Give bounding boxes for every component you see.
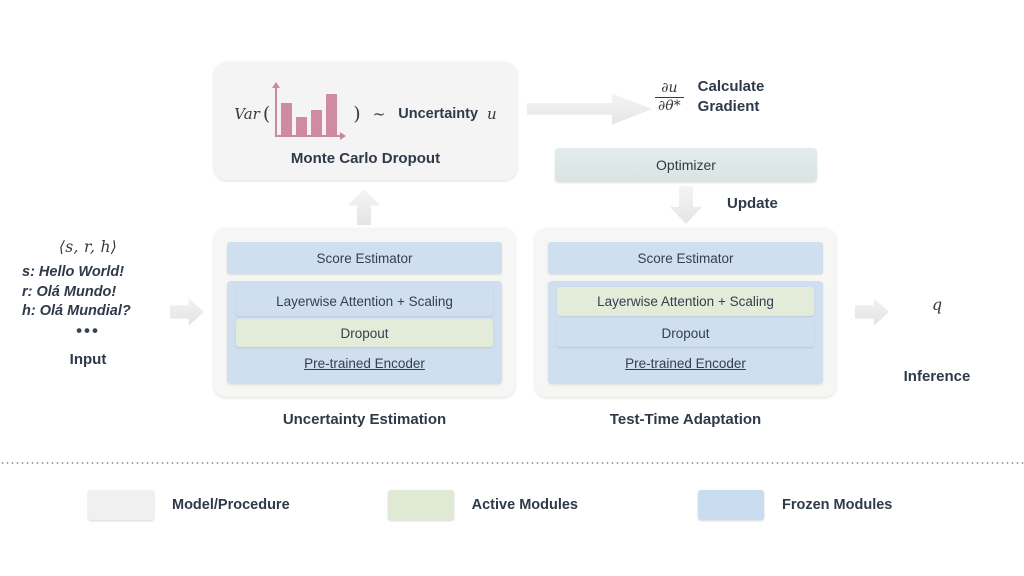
encoder-group: Layerwise Attention + Scaling Dropout Pr…	[227, 281, 502, 384]
legend-divider	[0, 462, 1024, 464]
legend-label-model-procedure: Model/Procedure	[172, 497, 290, 513]
legend-item-model-procedure: Model/Procedure	[88, 490, 290, 520]
module-layerwise-attention-scaling[interactable]: Layerwise Attention + Scaling	[236, 287, 493, 316]
chart-bars	[281, 89, 339, 136]
legend-item-active-modules: Active Modules	[387, 490, 578, 520]
chart-bar	[326, 94, 337, 136]
module-label: Pre-trained Encoder	[625, 356, 746, 371]
module-pretrained-encoder[interactable]: Pre-trained Encoder	[236, 350, 493, 377]
inference-symbol: q	[931, 295, 943, 314]
input-tuple-notation: ⟨s, r, h⟩	[58, 238, 118, 256]
module-layerwise-attention-scaling[interactable]: Layerwise Attention + Scaling	[557, 287, 814, 316]
arrow-right-icon-input-to-uncertainty	[170, 298, 204, 326]
input-block: ⟨s, r, h⟩ s: Hello World! r: Olá Mundo! …	[8, 238, 168, 368]
optimizer-box[interactable]: Optimizer	[555, 148, 817, 182]
arrow-down-icon-optimizer-update	[670, 186, 702, 224]
test-time-adaptation-caption: Test-Time Adaptation	[609, 411, 762, 428]
arrow-right-icon-monte-carlo-to-gradient	[527, 93, 652, 125]
encoder-group: Layerwise Attention + Scaling Dropout Pr…	[548, 281, 823, 384]
legend-swatch-active-modules	[387, 490, 454, 520]
optimizer-label: Optimizer	[656, 157, 716, 173]
update-label: Update	[727, 195, 778, 212]
gradient-denominator: ∂θ*	[655, 96, 684, 114]
module-label: Score Estimator	[316, 250, 413, 266]
legend-swatch-model-procedure	[88, 490, 154, 520]
input-caption: Input	[69, 350, 107, 368]
uncertainty-estimation-stack: Score Estimator Layerwise Attention + Sc…	[214, 228, 515, 397]
legend-swatch-frozen-modules	[698, 490, 764, 520]
module-score-estimator[interactable]: Score Estimator	[548, 242, 823, 274]
legend-label-frozen-modules: Frozen Modules	[782, 497, 893, 513]
inference-caption: Inference	[903, 368, 971, 385]
module-pretrained-encoder[interactable]: Pre-trained Encoder	[557, 350, 814, 377]
uncertainty-symbol: u	[487, 105, 497, 123]
legend: Model/Procedure Active Modules Frozen Mo…	[88, 490, 968, 520]
variance-bar-chart	[272, 82, 350, 143]
module-label: Dropout	[340, 325, 389, 341]
input-line-hypothesis: h: Olá Mundial?	[22, 303, 131, 319]
chart-y-axis	[272, 82, 280, 137]
var-label: Var	[234, 105, 260, 123]
uncertainty-label: Uncertainty	[398, 106, 479, 122]
module-label: Layerwise Attention + Scaling	[597, 294, 774, 309]
chart-bar	[296, 117, 307, 136]
input-line-source: s: Hello World!	[22, 264, 125, 280]
calculate-gradient-group: ∂u ∂θ* Calculate Gradient	[655, 77, 825, 117]
gradient-numerator: ∂u	[661, 79, 678, 96]
paren-close: )	[353, 103, 361, 125]
input-ellipsis: •••	[76, 320, 100, 340]
module-label: Dropout	[661, 325, 710, 341]
monte-carlo-dropout-panel: Var ( ) ~ Uncertainty u Monte Carlo Drop…	[214, 62, 517, 180]
tilde-operator: ~	[372, 105, 386, 123]
chart-x-axis	[275, 132, 347, 140]
chart-bar	[311, 110, 322, 136]
legend-label-active-modules: Active Modules	[471, 497, 578, 513]
gradient-fraction: ∂u ∂θ*	[655, 81, 684, 113]
arrow-up-icon-uncertainty-to-monte-carlo	[348, 189, 380, 225]
test-time-adaptation-stack: Score Estimator Layerwise Attention + Sc…	[535, 228, 836, 397]
module-dropout[interactable]: Dropout	[557, 319, 814, 347]
chart-bar	[281, 103, 292, 136]
arrow-right-icon-adaptation-to-inference	[855, 298, 889, 326]
module-label: Pre-trained Encoder	[304, 356, 425, 371]
module-label: Layerwise Attention + Scaling	[276, 294, 453, 309]
paren-open: (	[262, 103, 271, 125]
legend-item-frozen-modules: Frozen Modules	[698, 490, 892, 520]
variance-formula: Var ( ) ~ Uncertainty u	[214, 82, 517, 145]
module-dropout[interactable]: Dropout	[236, 319, 493, 347]
module-label: Score Estimator	[637, 250, 734, 266]
calculate-gradient-caption: Calculate Gradient	[697, 78, 765, 115]
monte-carlo-caption: Monte Carlo Dropout	[290, 150, 441, 167]
uncertainty-estimation-caption: Uncertainty Estimation	[282, 411, 447, 428]
module-score-estimator[interactable]: Score Estimator	[227, 242, 502, 274]
input-line-reference: r: Olá Mundo!	[22, 283, 117, 300]
